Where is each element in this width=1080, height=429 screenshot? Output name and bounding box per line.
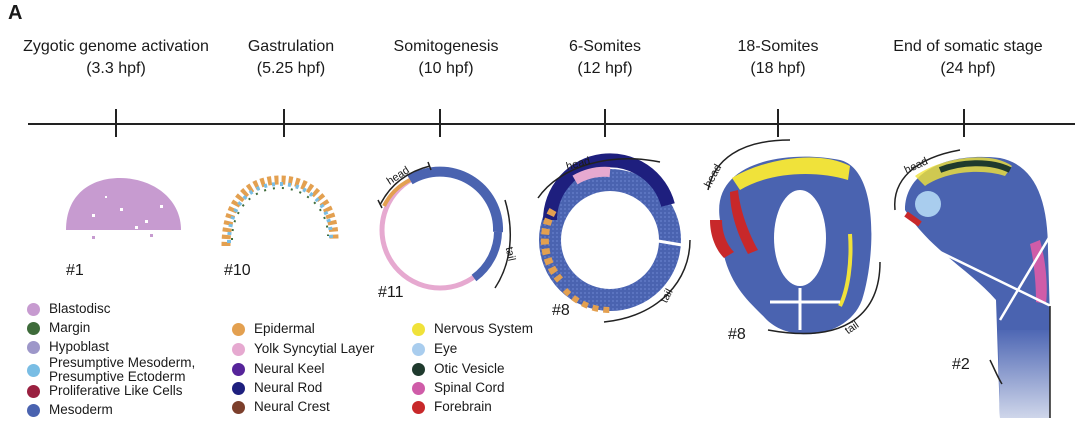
legend-swatch	[412, 362, 425, 376]
legend-label: Forebrain	[434, 399, 492, 414]
legend-item-neural-crest: Neural Crest	[232, 400, 330, 414]
timeline-tick	[115, 109, 117, 137]
legend-label: Neural Keel	[254, 361, 325, 376]
sample-id: #8	[728, 326, 746, 343]
stage-title: 6-Somites	[568, 38, 642, 55]
panel-letter: A	[8, 2, 23, 24]
stage-time: (10 hpf)	[418, 60, 474, 77]
stage-time: (12 hpf)	[577, 60, 633, 77]
legend-item-otic-vesicle: Otic Vesicle	[412, 362, 505, 376]
legend-swatch	[232, 362, 245, 376]
embryo-blastodisc	[66, 178, 181, 239]
legend-item-nervous-system: Nervous System	[412, 322, 533, 336]
stage-time: (18 hpf)	[750, 60, 806, 77]
timeline-axis	[28, 123, 1075, 125]
legend-label: Epidermal	[254, 321, 315, 336]
legend-item-proliferative: Proliferative Like Cells	[27, 384, 183, 398]
legend-swatch	[232, 322, 245, 336]
legend-item-neural-rod: Neural Rod	[232, 381, 322, 395]
legend-swatch	[232, 400, 245, 414]
legend-label: Eye	[434, 341, 458, 356]
legend-label: Hypoblast	[49, 339, 110, 354]
legend-label: Yolk Syncytial Layer	[254, 341, 375, 356]
legend-label: Mesoderm	[49, 402, 113, 417]
legend-item-spinal-cord: Spinal Cord	[412, 381, 505, 395]
legend-label: Otic Vesicle	[434, 361, 505, 376]
timeline-tick	[777, 109, 779, 137]
legend-swatch	[27, 384, 40, 398]
embryo-gastrulation	[221, 175, 339, 247]
legend-item-presumptive: Presumptive Mesoderm, Presumptive Ectode…	[27, 356, 195, 384]
embryo-18-somites	[707, 139, 881, 335]
legend-label: Neural Rod	[254, 380, 323, 395]
stage-time: (3.3 hpf)	[86, 60, 146, 77]
legend-item-forebrain: Forebrain	[412, 400, 492, 414]
legend-swatch	[232, 342, 245, 356]
legend-item-neural-keel: Neural Keel	[232, 362, 325, 376]
sample-id: #11	[378, 284, 404, 301]
legend-label: Blastodisc	[49, 301, 111, 316]
legend-item-mesoderm: Mesoderm	[27, 403, 113, 417]
legend-label: Spinal Cord	[434, 380, 505, 395]
legend-swatch	[27, 403, 40, 417]
legend-item-blastodisc: Blastodisc	[27, 302, 111, 316]
stage-title: Zygotic genome activation	[23, 38, 209, 55]
timeline-tick	[283, 109, 285, 137]
legend-item-eye: Eye	[412, 342, 457, 356]
stage-time: (24 hpf)	[940, 60, 996, 77]
stage-gastrulation: Gastrulation (5.25 hpf)	[191, 36, 391, 80]
sample-id: #2	[952, 356, 970, 373]
embryo-somitogenesis	[377, 161, 512, 291]
legend-item-epidermal: Epidermal	[232, 322, 315, 336]
stage-title: Somitogenesis	[393, 38, 499, 55]
legend-swatch	[412, 322, 425, 336]
legend-item-hypoblast: Hypoblast	[27, 340, 109, 354]
legend-swatch	[412, 400, 425, 414]
stage-end-somatic: End of somatic stage (24 hpf)	[868, 36, 1068, 80]
legend-swatch	[27, 321, 40, 335]
timeline-tick	[963, 109, 965, 137]
stage-zga: Zygotic genome activation (3.3 hpf)	[16, 36, 216, 80]
legend-item-margin: Margin	[27, 321, 90, 335]
stage-18-somites: 18-Somites (18 hpf)	[678, 36, 878, 80]
embryo-6-somites	[537, 153, 691, 323]
embryo-24hpf	[894, 149, 1056, 418]
stage-time: (5.25 hpf)	[256, 60, 326, 77]
legend-swatch	[27, 340, 40, 354]
stage-6-somites: 6-Somites (12 hpf)	[505, 36, 705, 80]
stage-somitogenesis: Somitogenesis (10 hpf)	[346, 36, 546, 80]
legend-label: Nervous System	[434, 321, 534, 336]
timeline-tick	[604, 109, 606, 137]
legend-swatch	[412, 381, 425, 395]
legend-label: Proliferative Like Cells	[49, 383, 183, 398]
legend-swatch	[27, 302, 40, 316]
stage-title: End of somatic stage	[893, 38, 1043, 55]
legend-label: Margin	[49, 320, 91, 335]
legend-swatch	[27, 363, 40, 377]
sample-id: #10	[224, 262, 251, 279]
legend-label: Neural Crest	[254, 399, 330, 414]
sample-id: #1	[66, 262, 84, 279]
tail-label: tail	[502, 245, 518, 263]
sample-id: #8	[552, 302, 570, 319]
legend-item-ysl: Yolk Syncytial Layer	[232, 342, 374, 356]
stage-title: 18-Somites	[737, 38, 819, 55]
legend-swatch	[412, 342, 425, 356]
legend-swatch	[232, 381, 245, 395]
legend-label: Presumptive Mesoderm, Presumptive Ectode…	[49, 355, 196, 384]
stage-title: Gastrulation	[247, 38, 335, 55]
timeline-tick	[439, 109, 441, 137]
